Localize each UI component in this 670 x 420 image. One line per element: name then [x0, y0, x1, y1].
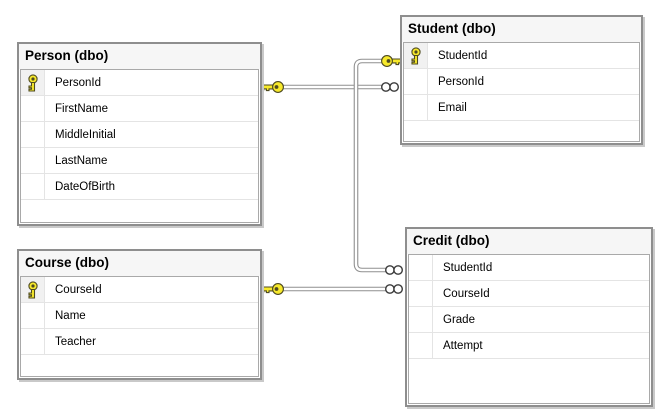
- table-student-title[interactable]: Student (dbo): [402, 17, 641, 42]
- one-side-key-icon: [260, 283, 284, 295]
- table-person-grid: PersonId FirstName MiddleInitial LastNam…: [20, 69, 259, 223]
- icon-cell: [21, 148, 45, 173]
- table-row-personid[interactable]: PersonId: [404, 69, 639, 95]
- primary-key-cell: [404, 43, 428, 68]
- table-row-lastname[interactable]: LastName: [21, 148, 258, 174]
- table-row-email[interactable]: Email: [404, 95, 639, 121]
- column-name: MiddleInitial: [55, 128, 116, 141]
- table-student-grid: StudentId PersonId Email: [403, 42, 640, 142]
- table-person[interactable]: Person (dbo) PersonId FirstName MiddleI: [17, 42, 262, 226]
- column-name: CourseId: [55, 283, 102, 296]
- table-row-firstname[interactable]: FirstName: [21, 96, 258, 122]
- table-course[interactable]: Course (dbo) CourseId Name Teacher: [17, 249, 262, 380]
- table-row-middleinitial[interactable]: MiddleInitial: [21, 122, 258, 148]
- primary-key-icon: [27, 280, 38, 299]
- icon-cell: [404, 95, 428, 120]
- column-name: LastName: [55, 154, 108, 167]
- icon-cell: [21, 96, 45, 121]
- table-credit-grid: StudentId CourseId Grade Attempt: [408, 254, 650, 404]
- column-name: Name: [55, 309, 86, 322]
- relationship-student-credit[interactable]: [353, 58, 392, 273]
- icon-cell: [409, 255, 433, 280]
- table-credit-title[interactable]: Credit (dbo): [407, 229, 651, 254]
- table-row-courseid[interactable]: CourseId: [409, 281, 649, 307]
- table-row-grade[interactable]: Grade: [409, 307, 649, 333]
- many-side-infinity-icon: [385, 284, 403, 294]
- icon-cell: [409, 333, 433, 358]
- table-course-grid: CourseId Name Teacher: [20, 276, 259, 377]
- table-row-courseid[interactable]: CourseId: [21, 277, 258, 303]
- column-name: FirstName: [55, 102, 109, 115]
- table-row-teacher[interactable]: Teacher: [21, 329, 258, 355]
- table-row-studentid[interactable]: StudentId: [404, 43, 639, 69]
- column-name: Grade: [443, 313, 475, 326]
- column-name: Teacher: [55, 335, 96, 348]
- column-name: StudentId: [438, 49, 488, 62]
- primary-key-cell: [21, 277, 45, 302]
- icon-cell: [21, 174, 45, 199]
- many-side-infinity-icon: [381, 82, 399, 92]
- one-side-key-icon: [260, 81, 284, 93]
- table-student[interactable]: Student (dbo) StudentId PersonId Email: [400, 15, 643, 145]
- many-side-infinity-icon: [385, 265, 403, 275]
- column-name: StudentId: [443, 261, 493, 274]
- column-name: DateOfBirth: [55, 180, 116, 193]
- icon-cell: [21, 329, 45, 354]
- column-name: CourseId: [443, 287, 490, 300]
- table-row-personid[interactable]: PersonId: [21, 70, 258, 96]
- table-row-attempt[interactable]: Attempt: [409, 333, 649, 359]
- column-name: PersonId: [55, 76, 102, 89]
- table-row-name[interactable]: Name: [21, 303, 258, 329]
- table-row-dateofbirth[interactable]: DateOfBirth: [21, 174, 258, 200]
- column-name: Attempt: [443, 339, 483, 352]
- icon-cell: [409, 307, 433, 332]
- icon-cell: [21, 122, 45, 147]
- icon-cell: [409, 281, 433, 306]
- table-course-title[interactable]: Course (dbo): [19, 251, 260, 276]
- table-row-studentid[interactable]: StudentId: [409, 255, 649, 281]
- table-credit[interactable]: Credit (dbo) StudentId CourseId Grade At…: [405, 227, 653, 407]
- icon-cell: [404, 69, 428, 94]
- primary-key-icon: [27, 73, 38, 92]
- column-name: PersonId: [438, 75, 485, 88]
- primary-key-cell: [21, 70, 45, 95]
- column-name: Email: [438, 101, 467, 114]
- primary-key-icon: [410, 46, 421, 65]
- icon-cell: [21, 303, 45, 328]
- table-person-title[interactable]: Person (dbo): [19, 44, 260, 69]
